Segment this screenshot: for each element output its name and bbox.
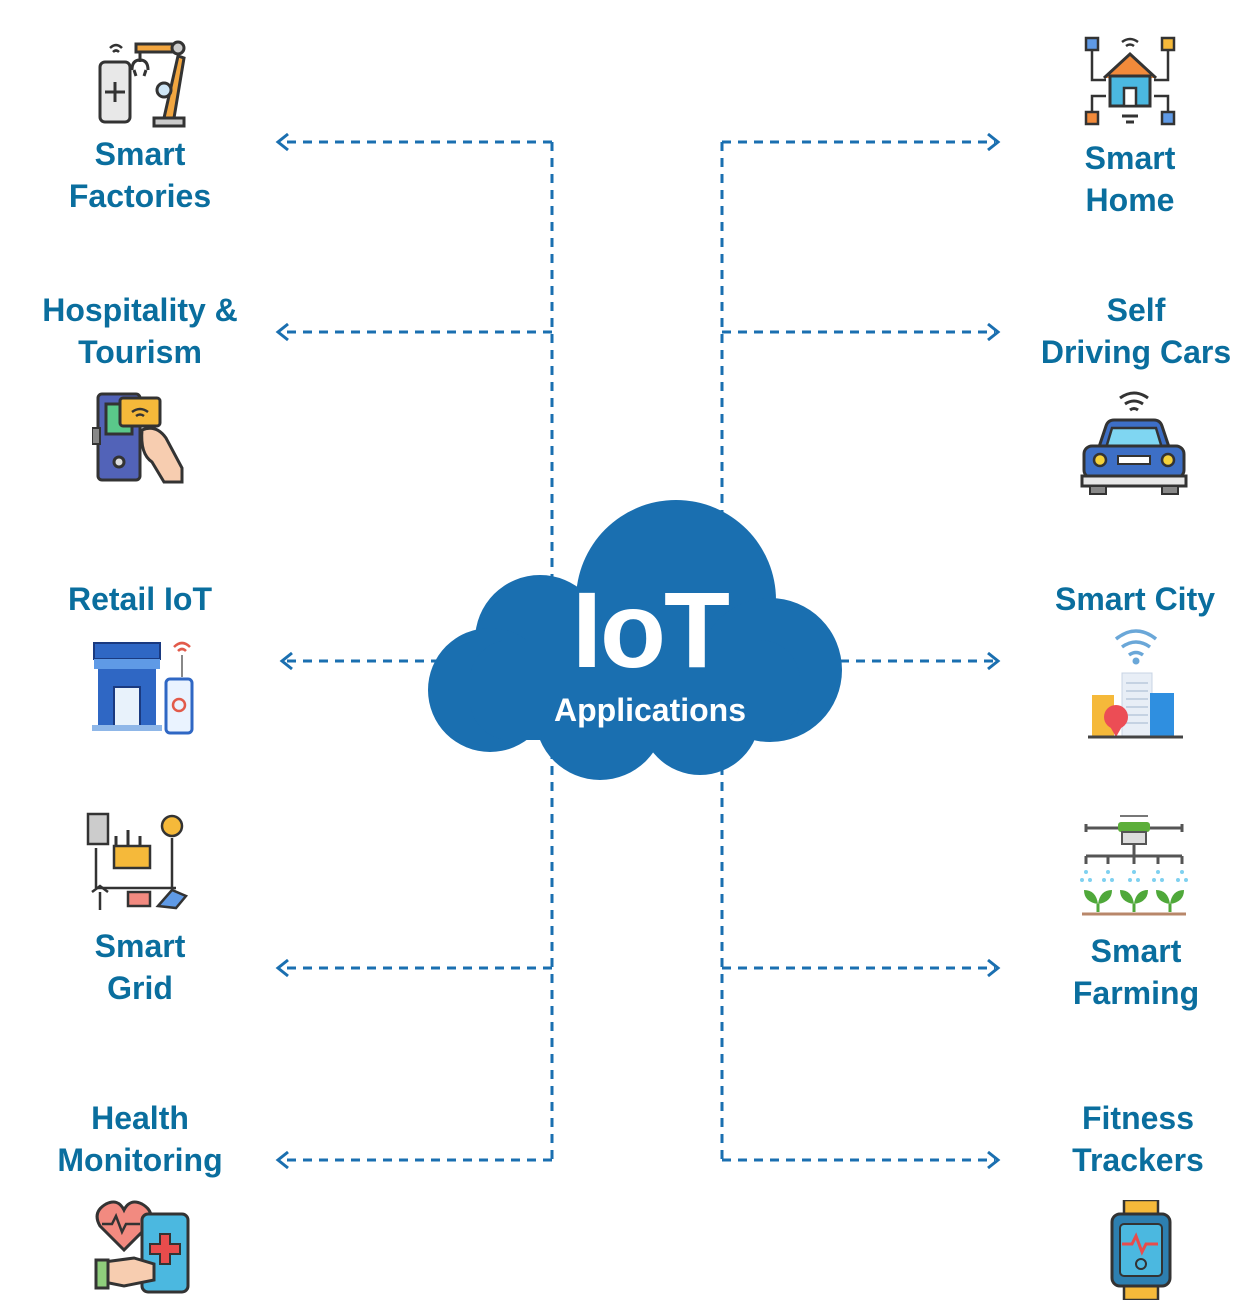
label-line: Smart — [94, 928, 186, 964]
label-line: Fitness — [1081, 1100, 1195, 1136]
power-grid-icon — [86, 808, 191, 918]
label-line: Tourism — [78, 334, 202, 370]
heart-phone-medical-icon — [94, 1200, 204, 1300]
label-smart-factories: Smart Factories — [40, 133, 240, 217]
keycard-door-lock-icon — [91, 390, 187, 490]
label-self-driving-cars: Self Driving Cars — [1024, 289, 1248, 373]
label-hospitality-tourism: Hospitality & Tourism — [20, 289, 260, 373]
label-retail-iot: Retail IoT — [40, 578, 240, 620]
cloud-subtitle: Applications — [553, 692, 746, 728]
label-line: Factories — [68, 178, 212, 214]
label-line: Self — [1106, 292, 1166, 328]
label-line: Grid — [107, 970, 173, 1006]
robot-arm-phone-icon — [96, 38, 191, 133]
label-line: Trackers — [1072, 1142, 1204, 1178]
label-fitness-trackers: Fitness Trackers — [1038, 1097, 1238, 1181]
label-line: Farming — [1072, 975, 1200, 1011]
city-wifi-icon — [1088, 625, 1183, 745]
label-line: Driving Cars — [1040, 334, 1232, 370]
store-phone-icon — [90, 637, 195, 742]
cloud-title: IoT — [572, 569, 730, 690]
label-line: Home — [1085, 182, 1175, 218]
label-smart-grid: Smart Grid — [40, 925, 240, 1009]
label-smart-farming: Smart Farming — [1036, 930, 1236, 1014]
label-line: Smart — [94, 136, 186, 172]
label-smart-home: Smart Home — [1030, 137, 1230, 221]
label-line: Monitoring — [57, 1142, 223, 1178]
connected-car-icon — [1080, 388, 1188, 503]
drone-irrigation-icon — [1078, 812, 1190, 927]
label-line: Retail IoT — [67, 581, 212, 617]
label-health-monitoring: Health Monitoring — [30, 1097, 250, 1181]
label-line: Smart — [1090, 933, 1182, 969]
label-line: Smart — [1084, 140, 1176, 176]
smart-home-network-icon — [1082, 34, 1177, 134]
label-smart-city: Smart City — [1030, 578, 1240, 620]
label-line: Smart City — [1054, 581, 1216, 617]
label-line: Hospitality & — [42, 292, 238, 328]
smartwatch-heartbeat-icon — [1108, 1198, 1174, 1305]
label-line: Health — [91, 1100, 189, 1136]
